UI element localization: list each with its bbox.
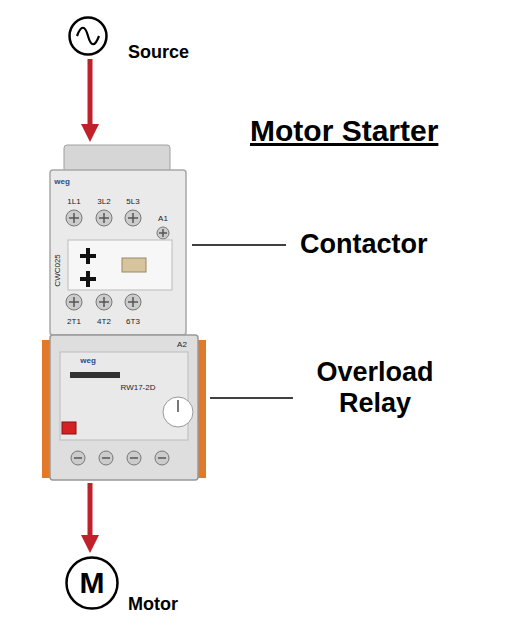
diagram-title: Motor Starter [250, 114, 438, 148]
contactor-face [68, 240, 172, 290]
overload-relay-part: Overload Relay [42, 335, 206, 480]
motor-symbol: MMotor [65, 556, 119, 610]
leader-line [192, 244, 286, 246]
contactor-part: Contactor [50, 145, 186, 335]
terminal-marking: 4T2 [80, 318, 128, 327]
terminal-marking: weg [64, 357, 112, 366]
contactor-body [50, 170, 186, 335]
power-flow-arrow [88, 483, 93, 545]
source-symbol: Source [68, 16, 108, 56]
symbol-circle [70, 18, 107, 55]
symbol-letter: M [65, 556, 119, 610]
terminal-marking: A2 [158, 341, 206, 350]
dial-pointer [177, 400, 179, 412]
terminal-marking: 6T3 [109, 318, 157, 327]
terminal-marking: 2T1 [50, 318, 98, 327]
terminal-marking: RW17-2D [114, 384, 162, 393]
part-label: Overload Relay [300, 357, 450, 419]
relay-body [50, 335, 198, 480]
part-label: Source [128, 42, 189, 63]
power-flow-arrow [88, 59, 93, 134]
plus-marks [80, 248, 96, 287]
terminal-marking: 5L3 [109, 198, 157, 207]
terminal-marking: 1L1 [50, 198, 98, 207]
relay-slot [70, 372, 120, 378]
sine-wave [77, 28, 99, 45]
screw-slots [69, 213, 167, 237]
terminal-marking: CWC025 [54, 246, 63, 294]
part-label: Motor [128, 594, 178, 615]
leader-line [210, 397, 293, 399]
terminal-marking: A1 [139, 215, 187, 224]
reset-button [62, 422, 76, 434]
screw-slots [74, 457, 166, 459]
relay-face [60, 352, 188, 440]
setting-dial [163, 397, 193, 427]
indicator-window [122, 258, 146, 272]
screw-slots [69, 297, 138, 307]
terminal-marking: weg [38, 178, 86, 187]
circle-outline [68, 16, 108, 56]
terminal-marking: 3L2 [80, 198, 128, 207]
part-label: Contactor [300, 229, 428, 260]
